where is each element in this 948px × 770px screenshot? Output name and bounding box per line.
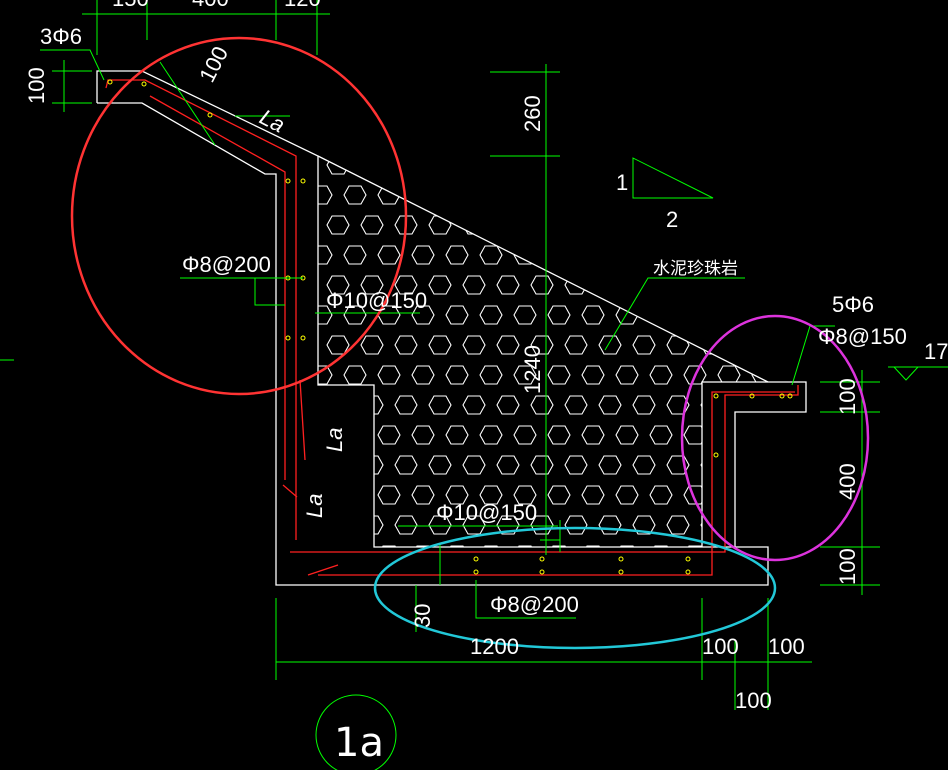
label-phi8-150-right: Φ8@150 [818,324,907,349]
slope-run: 2 [666,207,678,232]
dim-v-1240: 1240 [520,345,545,394]
rebar-hook-2 [307,564,339,576]
right-upstand-outline [701,381,807,547]
highlight-circle-right [680,314,870,562]
label-elevation: 17. [924,339,948,364]
slope-rise: 1 [616,170,628,195]
dim-bottom-100-c: 100 [735,688,772,713]
rebar-top-slab [105,79,297,540]
label-phi10-150-lower: Φ10@150 [436,500,537,525]
rebar-bottom-outer [318,391,795,576]
rebar-lines [105,79,799,576]
rebar-outer-wall [149,95,286,480]
label-3phi6: 3Φ6 [40,24,82,49]
dim-top-120: 120 [284,0,321,11]
dim-bottom-100-a: 100 [702,634,739,659]
label-phi8-200-left: Φ8@200 [182,252,271,277]
dim-v-260: 260 [520,95,545,132]
label-5phi6: 5Φ6 [832,292,874,317]
dim-right-100-bottom: 100 [835,548,860,585]
highlight-circle-bottom [373,526,777,650]
rebar-hook-3 [299,379,306,461]
dim-top-400: 400 [192,0,229,11]
dim-top-150: 150 [112,0,149,11]
dim-right-400: 400 [835,463,860,500]
rebar-dots [107,79,793,575]
dim-depth-30: 30 [410,604,435,628]
dim-slope-100: 100 [194,42,233,86]
section-id: 1a [334,720,384,766]
dim-left-100: 100 [24,67,49,104]
dim-bottom-1200: 1200 [470,634,519,659]
dim-right-100-top: 100 [835,378,860,415]
highlight-circle-top-left [70,36,408,396]
rebar-bottom-inner [290,385,799,553]
label-la-base: La [302,494,327,518]
label-la-slope: La [256,104,289,137]
label-material: 水泥珍珠岩 [653,259,738,279]
rebar-hook-1 [282,484,298,498]
label-la-wall: La [322,428,347,452]
label-phi10-150-upper: Φ10@150 [326,288,427,313]
label-phi8-200-bottom: Φ8@200 [490,592,579,617]
dim-bottom-100-b: 100 [768,634,805,659]
